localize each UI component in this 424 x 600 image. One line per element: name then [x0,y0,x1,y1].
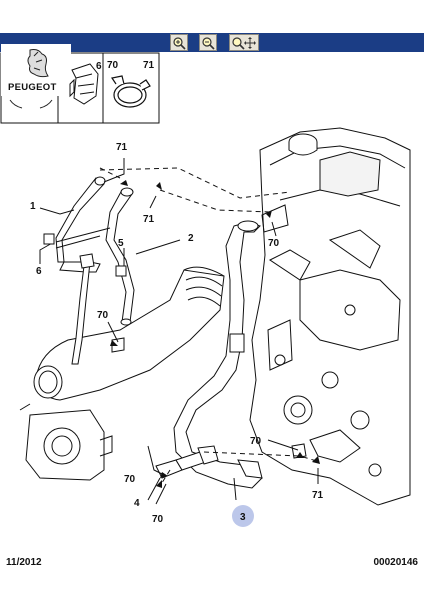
callout-71-bottom: 71 [312,490,324,501]
callout-3-highlight [232,505,254,527]
engine-block [249,127,411,506]
zoom-pan-icon [232,36,256,50]
callout-71-mid: 71 [143,214,155,225]
callout-2: 2 [188,233,194,244]
callout-4: 4 [134,498,140,509]
clamp-70-a [111,337,125,353]
callout-70-left: 70 [97,310,109,321]
footer-date: 11/2012 [6,557,42,568]
hose-clamp-icon [111,75,151,108]
oil-filler-cap [288,133,318,156]
leader-arrows [110,180,320,488]
hose-2 [105,187,135,326]
clip-part-icon [69,63,99,105]
callout-70-right: 70 [268,238,280,249]
brand-logo-text: PEUGEOT [8,82,57,93]
leader-squares [43,233,127,277]
zoom-pan-button[interactable] [229,34,259,51]
legend-ref-clamp-70: 70 [107,60,119,71]
clamp-70-b [291,443,307,459]
air-intake-duct [33,266,225,401]
clip-6 [79,253,95,269]
callout-70-bottom-a: 70 [124,474,136,485]
callout-3: 3 [240,512,246,523]
zoom-out-icon [202,36,215,50]
leader-lines [39,158,319,505]
callout-71-top: 71 [116,142,128,153]
zoom-in-icon [173,36,186,50]
footer-reference: 00020146 [373,557,419,568]
callout-5: 5 [118,238,124,249]
callout-6: 6 [36,266,42,277]
callout-1: 1 [30,201,36,212]
hose-3 [173,220,263,489]
legend-ref-clip: 6 [96,61,102,72]
legend-ref-clamp-71: 71 [143,60,155,71]
zoom-out-button[interactable] [199,34,217,51]
zoom-in-button[interactable] [170,34,188,51]
routing-dashes [99,167,321,487]
callout-70-bottom-b: 70 [152,514,164,525]
callout-70-lower: 70 [250,436,262,447]
throttle-body [19,403,113,481]
peugeot-logo [27,49,49,78]
